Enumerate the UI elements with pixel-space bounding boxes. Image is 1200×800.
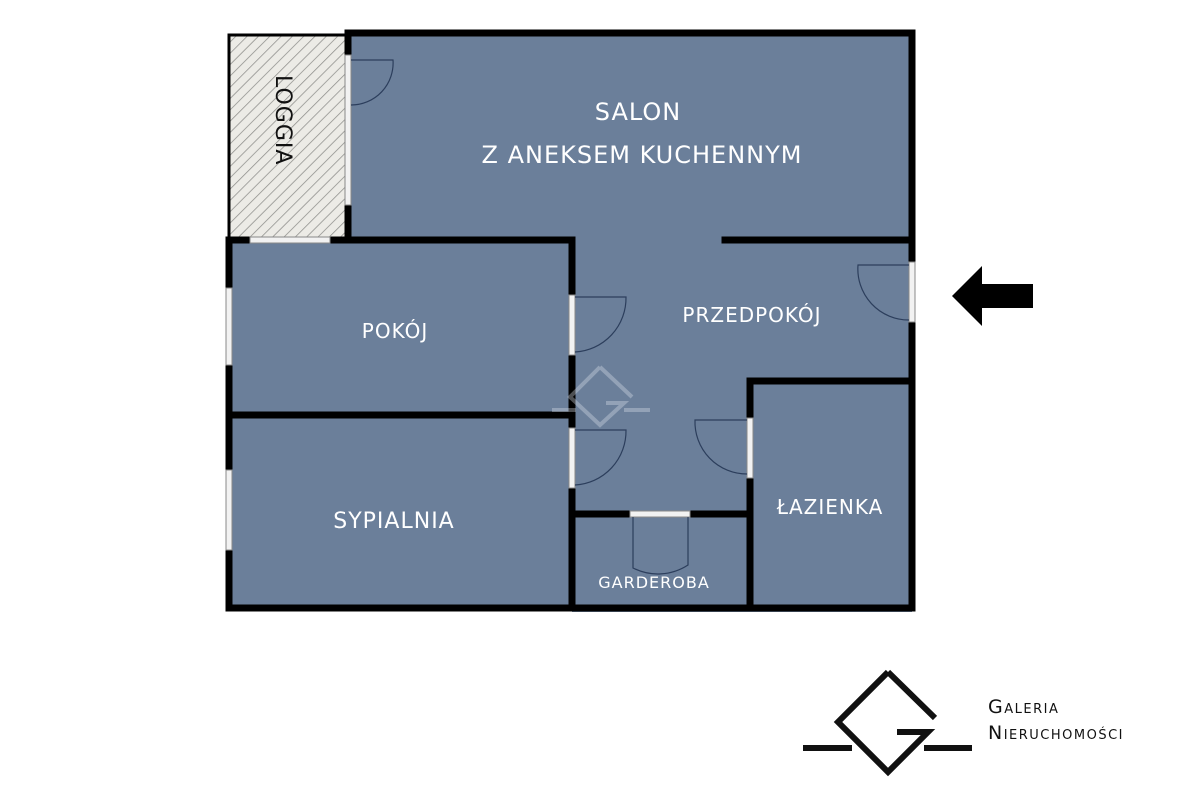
door-loggia [350,59,394,106]
label-lazienka: ŁAZIENKA [776,495,884,519]
brand-name-line1: Galeria [988,696,1060,718]
label-przedpokoj: PRZEDPOKÓJ [682,303,821,327]
door-swings [350,59,910,575]
pokoj-area [229,240,574,415]
sypialnia-area [229,413,574,610]
label-salon-line2: Z ANEKSEM KUCHENNYM [482,141,803,169]
door-garderoba [632,517,689,575]
salon-area [346,35,912,241]
door-entrance [857,264,910,321]
door-lazienka [694,419,748,475]
door-sypialnia [574,429,627,486]
door-pokoj [574,296,627,353]
brand-name-line2: Nieruchomości [988,722,1125,744]
brand-logo-mark [803,669,972,777]
label-garderoba: GARDEROBA [598,573,710,592]
przedpokoj-area [572,240,912,612]
label-salon-line1: SALON [595,98,681,126]
watermark-logo [552,365,650,428]
label-sypialnia: SYPIALNIA [333,509,454,534]
label-loggia: LOGGIA [270,75,295,165]
arrow-left-icon [952,266,1033,326]
windows [225,54,916,551]
label-pokoj: POKÓJ [362,319,428,343]
walls [225,29,916,612]
loggia-area [229,35,347,241]
